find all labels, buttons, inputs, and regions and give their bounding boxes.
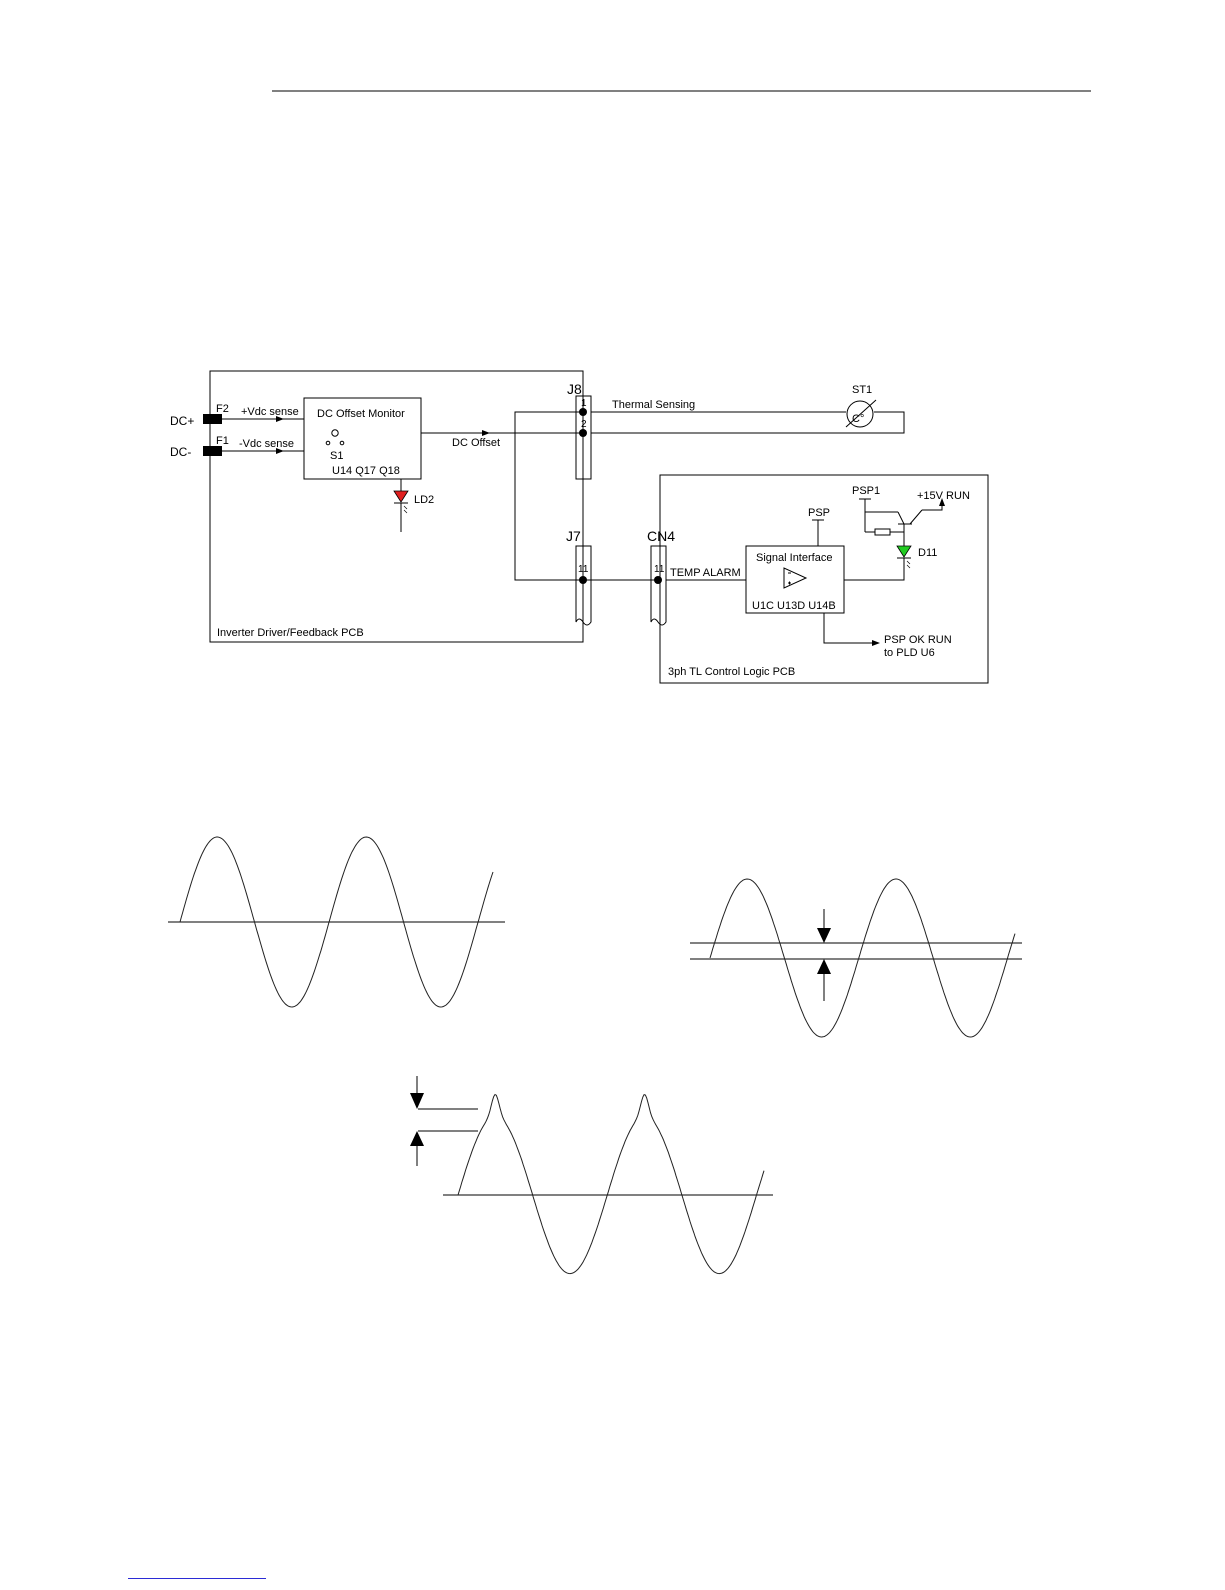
dc-offset-monitor-parts: U14 Q17 Q18 — [332, 465, 400, 477]
f2-connector — [203, 414, 222, 424]
waveform-dc-offset — [690, 879, 1022, 1037]
dc-offset-label: DC Offset — [452, 437, 500, 449]
control-pcb-label: 3ph TL Control Logic PCB — [668, 666, 795, 678]
psp-ok-run-arrow — [872, 640, 880, 646]
distortion-arrow-up-icon — [410, 1131, 424, 1166]
st1-label: ST1 — [852, 384, 872, 396]
waveform-distorted — [410, 1076, 773, 1274]
temp-alarm-label: TEMP ALARM — [670, 567, 741, 579]
psp-label: PSP — [808, 507, 830, 519]
j8-pin2-node — [579, 429, 587, 437]
j8-pin1-label: 1 — [581, 398, 587, 409]
s1-switch-icon — [326, 430, 344, 445]
signal-interface-parts: U1C U13D U14B — [752, 600, 836, 612]
waveform-normal — [168, 837, 505, 1007]
dc-offset-arrow — [482, 430, 490, 436]
v15-run-label: +15V RUN — [917, 490, 970, 502]
cn4-pin-node — [654, 576, 662, 584]
inverter-pcb-label: Inverter Driver/Feedback PCB — [217, 627, 364, 639]
j8-pin2-label: 2 — [581, 419, 587, 430]
offset-arrow-down-icon — [817, 909, 831, 943]
distortion-arrow-down-icon — [410, 1076, 424, 1109]
resistor-icon — [875, 529, 890, 535]
offset-arrow-up-icon — [817, 959, 831, 1001]
s1-label: S1 — [330, 450, 343, 462]
thermal-sensing-label: Thermal Sensing — [612, 399, 695, 411]
vdc-plus-sense-label: +Vdc sense — [241, 406, 299, 418]
d11-led-icon — [897, 546, 911, 572]
dc-offset-monitor-title: DC Offset Monitor — [317, 408, 405, 420]
st1-symbol: C° — [852, 413, 864, 425]
cn4-pin-label: 11 — [654, 564, 665, 575]
j7-label: J7 — [566, 528, 581, 544]
j7-pin-label: 11 — [578, 564, 589, 575]
vdc-minus-sense-label: -Vdc sense — [239, 438, 294, 450]
j8-label: J8 — [567, 381, 582, 397]
transistor-icon — [898, 510, 922, 546]
op-amp-icon — [784, 568, 806, 588]
cn4-label: CN4 — [647, 528, 675, 544]
f1-connector — [203, 446, 222, 456]
sine-wave-offset — [710, 879, 1015, 1037]
distorted-wave — [458, 1095, 764, 1274]
ld2-label: LD2 — [414, 494, 434, 506]
cn4-connector — [651, 546, 666, 625]
psp-ok-run-line1: PSP OK RUN — [884, 634, 952, 646]
psp-ok-run-line2: to PLD U6 — [884, 647, 935, 659]
psp1-label: PSP1 — [852, 485, 880, 497]
d11-label: D11 — [918, 547, 937, 559]
ld2-led-icon — [394, 479, 408, 532]
footer-link-underline — [128, 1578, 266, 1579]
signal-interface-title: Signal Interface — [756, 552, 832, 564]
f1-label: F1 — [216, 435, 229, 447]
dc-minus-label: DC- — [170, 445, 191, 459]
f2-label: F2 — [216, 403, 229, 415]
schematic-diagram: Inverter Driver/Feedback PCB DC+ DC- F2 … — [170, 371, 988, 683]
dc-plus-label: DC+ — [170, 414, 194, 428]
